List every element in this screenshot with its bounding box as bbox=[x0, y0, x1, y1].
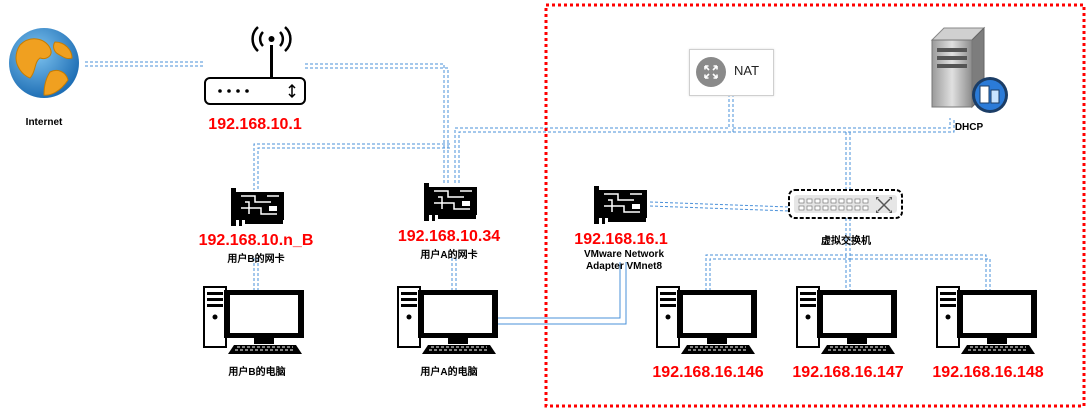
virtual-switch-icon bbox=[788, 189, 903, 219]
vm3-ip: 192.168.16.148 bbox=[932, 364, 1044, 381]
dhcp-label: DHCP bbox=[954, 122, 984, 133]
vmnet8-ip: 192.168.16.1 bbox=[574, 231, 668, 248]
vm3-pc-icon bbox=[936, 286, 1038, 355]
link-router-trunk bbox=[305, 63, 449, 183]
vm1-ip: 192.168.16.146 bbox=[652, 364, 764, 381]
virtual-network-boundary bbox=[544, 3, 1086, 408]
link-internet-router bbox=[85, 61, 205, 67]
nic-b-ip: 192.168.10.n_B bbox=[198, 232, 314, 249]
pc-a-icon bbox=[397, 286, 499, 355]
vmnet8-nic-icon bbox=[593, 185, 648, 225]
nat-label: NAT bbox=[734, 63, 760, 78]
nic-a-label: 用户A的网卡 bbox=[420, 250, 478, 261]
vm2-pc-icon bbox=[796, 286, 898, 355]
vmnet8-label-line2: Adapter VMnet8 bbox=[585, 261, 663, 272]
vm1-pc-icon bbox=[656, 286, 758, 355]
router-ip: 192.168.10.1 bbox=[208, 116, 302, 133]
link-switch-vms bbox=[705, 218, 991, 290]
dhcp-server-icon bbox=[930, 26, 1008, 113]
link-bus-switch bbox=[845, 132, 851, 190]
vmnet8-label-line1: VMware Network bbox=[583, 249, 665, 260]
nic-b-icon bbox=[230, 187, 285, 227]
vm2-ip: 192.168.16.147 bbox=[792, 364, 904, 381]
link-router-nic-b bbox=[253, 143, 450, 190]
link-dhcp-bus bbox=[733, 118, 955, 133]
pc-b-label: 用户B的电脑 bbox=[228, 367, 286, 378]
internet-label: Internet bbox=[25, 117, 63, 128]
pc-a-label: 用户A的电脑 bbox=[420, 367, 478, 378]
nat-box: NAT bbox=[689, 49, 774, 96]
internet-globe-icon bbox=[9, 28, 79, 98]
nic-a-icon bbox=[423, 182, 478, 222]
link-pc-a-vmnet8 bbox=[498, 262, 627, 325]
link-nic-b-pc-b bbox=[253, 258, 259, 290]
pc-b-icon bbox=[203, 286, 305, 355]
network-links bbox=[85, 61, 991, 290]
router-icon bbox=[204, 26, 306, 105]
link-nic-a-pc-a bbox=[451, 258, 457, 290]
nic-a-ip: 192.168.10.34 bbox=[397, 228, 501, 245]
nic-b-label: 用户B的网卡 bbox=[227, 254, 285, 265]
vswitch-label: 虚拟交换机 bbox=[821, 236, 871, 247]
link-nic-a-nat bbox=[454, 95, 734, 183]
nat-icon bbox=[696, 57, 726, 87]
link-vmnet8-switch bbox=[649, 201, 791, 212]
